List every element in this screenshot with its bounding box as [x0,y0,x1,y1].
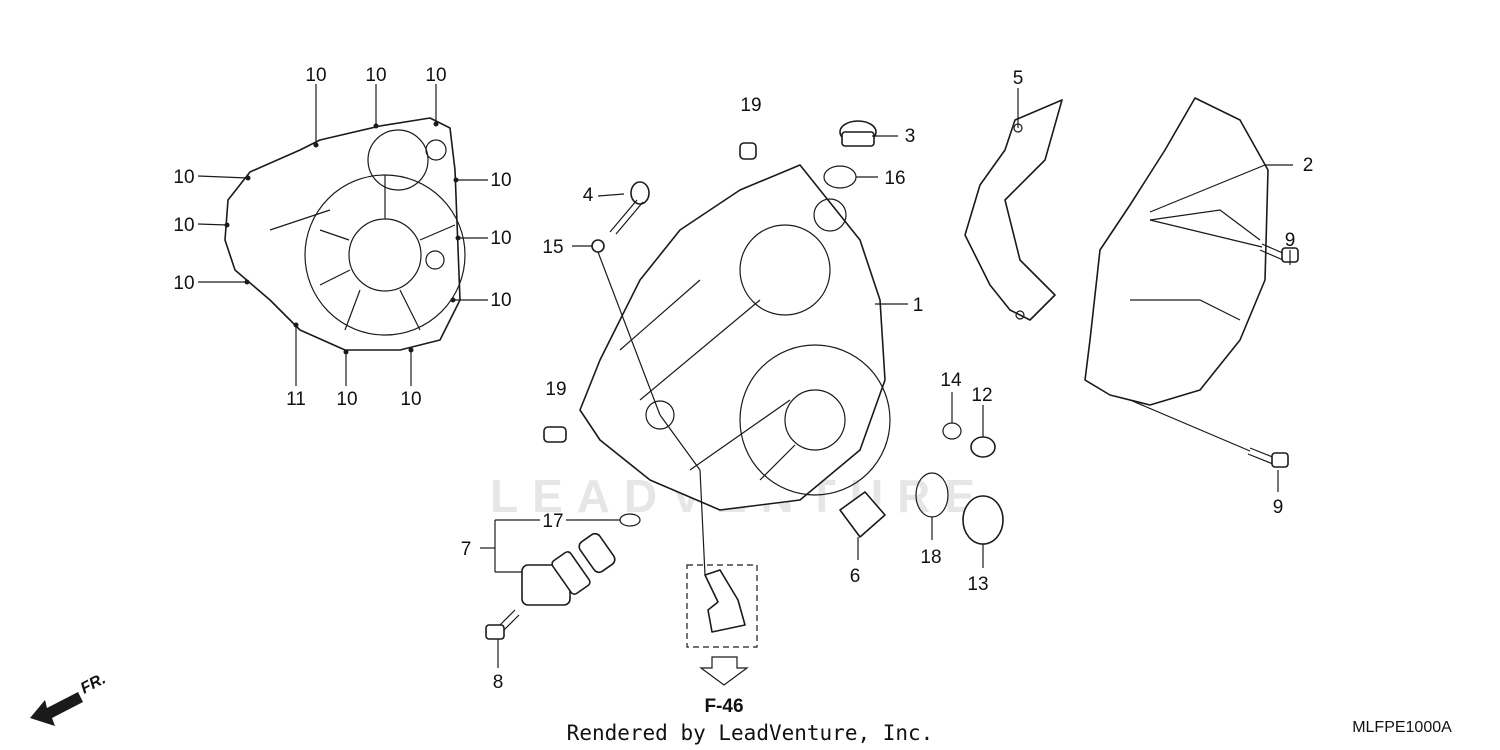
outer-cover-drawing [1084,97,1269,406]
callout-10: 10 [365,65,386,86]
callout-2: 2 [1303,155,1314,176]
diagram-code: MLFPE1000A [1352,719,1452,736]
callout-10: 10 [425,65,446,86]
callout-10: 10 [490,290,511,311]
callout-6: 6 [850,566,861,587]
callout-10: 10 [400,389,421,410]
callout-1: 1 [913,295,924,316]
callout-12: 12 [971,385,992,406]
callout-13: 13 [967,574,988,595]
callout-19: 19 [545,379,566,400]
callout-18: 18 [920,547,941,568]
reference-box [686,564,758,686]
callout-10: 10 [305,65,326,86]
callout-15: 15 [542,237,563,258]
callout-19: 19 [740,95,761,116]
callout-10: 10 [336,389,357,410]
callout-10: 10 [173,167,194,188]
callout-10: 10 [173,215,194,236]
sensor-7-drawing [521,532,616,606]
callout-10: 10 [173,273,194,294]
callout-10: 10 [490,228,511,249]
callout-9: 9 [1273,497,1284,518]
credit-text: Rendered by LeadVenture, Inc. [567,721,934,745]
cap-drawing [839,120,877,147]
o-ring-16-drawing [823,165,857,189]
callout-7: 7 [461,539,472,560]
callouts: 10 10 10 10 10 10 10 10 10 11 10 10 1 2 … [173,65,1313,693]
o-ring-14-drawing [942,422,962,440]
callout-11: 11 [286,389,306,410]
callout-9: 9 [1285,230,1296,251]
washer-15-drawing [591,239,605,253]
callout-10: 10 [490,170,511,191]
plug-4-drawing [609,181,650,235]
callout-16: 16 [884,168,905,189]
reference-label: F-46 [704,696,743,717]
callout-4: 4 [583,185,594,206]
callout-17: 17 [542,511,563,532]
dowel-pin-upper-drawing [739,142,757,160]
inner-cover-drawing [224,117,466,355]
cap-12-drawing [970,436,996,458]
bolt-8-drawing [485,609,520,640]
generator-cover-drawing [579,164,891,511]
cap-13-drawing [962,495,1004,545]
plate-6-drawing [839,491,886,538]
bolt-9-lower-drawing [1247,447,1289,468]
callout-3: 3 [905,126,916,147]
dowel-pin-lower-drawing [543,426,567,443]
callout-8: 8 [493,672,504,693]
stay-bracket-drawing [964,99,1063,321]
front-indicator-label: FR. [78,670,109,697]
callout-5: 5 [1013,68,1024,89]
front-arrow-icon [30,692,83,726]
leader-lines [197,84,1293,668]
callout-14: 14 [940,370,962,391]
